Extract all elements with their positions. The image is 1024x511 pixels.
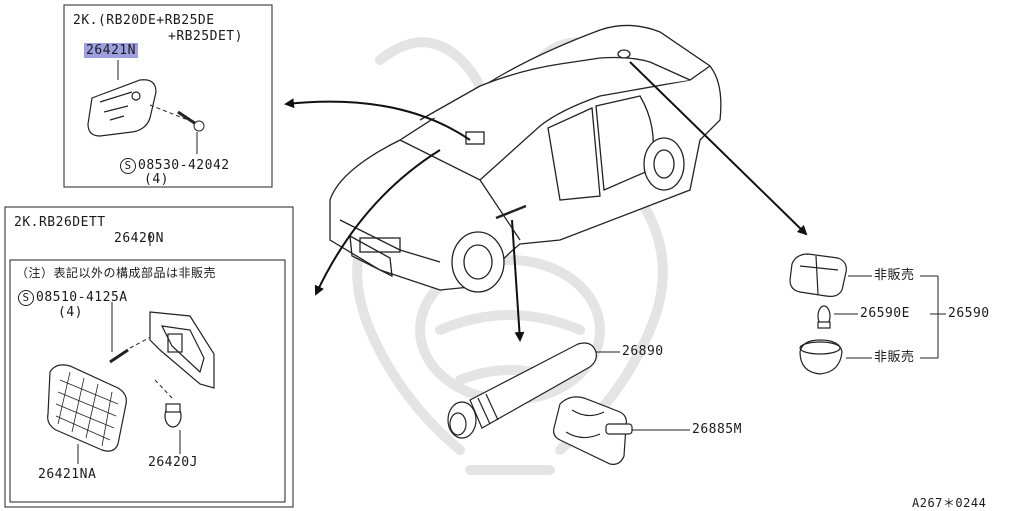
- wedge-bulb-icon-lower: [164, 403, 182, 428]
- screw-icon-lower: [109, 348, 129, 364]
- service-s-icon: S: [120, 158, 136, 174]
- part-label-26421NA: 26421NA: [38, 467, 97, 482]
- lower-screw-part: 08510-4125A: [36, 290, 128, 305]
- top-detail-box: [63, 4, 273, 188]
- lower-box-inner-frame: [9, 259, 286, 503]
- part-label-26420J: 26420J: [148, 455, 198, 470]
- part-label-26420N: 26420N: [114, 231, 164, 246]
- lower-detail-box: [4, 206, 294, 508]
- arrow-to-lower-box: [314, 149, 441, 296]
- top-screw-part: 08530-42042: [138, 158, 230, 173]
- not-sold-label-top: 非販売: [874, 268, 915, 283]
- not-sold-note: （注）表記以外の構成部品は非販売: [16, 266, 217, 280]
- map-lamp-lens-icon: [87, 79, 157, 137]
- part-label-26421N[interactable]: 26421N: [84, 43, 138, 58]
- flashlight-clip-icon: [553, 396, 633, 465]
- wedge-bulb-icon-right: [817, 305, 831, 329]
- screw-dash-top: [149, 104, 189, 121]
- part-label-26890: 26890: [622, 344, 664, 359]
- lower-box-header: 2K.RB26DETT: [14, 215, 106, 230]
- part-label-26885M: 26885M: [692, 422, 742, 437]
- top-screw-qty: (4): [144, 172, 169, 187]
- arrow-to-trunk-lamp: [629, 61, 808, 236]
- screw-icon-top: [177, 110, 205, 132]
- trunk-lamp-lens-icon: [799, 339, 843, 375]
- lower-screw-qty: (4): [58, 305, 83, 320]
- trunk-lamp-housing-icon: [789, 253, 847, 297]
- arrow-to-flashlight: [511, 219, 525, 342]
- part-label-26590: 26590: [948, 306, 990, 321]
- part-number-highlight[interactable]: 26421N: [84, 43, 138, 58]
- lamp-lens-grid-icon: [47, 364, 127, 452]
- lamp-housing-icon: [149, 311, 215, 389]
- diagram-code: A267＊0244: [912, 496, 987, 510]
- not-sold-label-bottom: 非販売: [874, 350, 915, 365]
- arrow-to-top-box: [284, 98, 471, 141]
- bulb-dash: [154, 379, 173, 399]
- top-box-header-line2: +RB25DET): [168, 29, 243, 44]
- top-box-header-line1: 2K.(RB20DE+RB25DE: [73, 13, 215, 28]
- service-s-icon-lower: S: [18, 290, 34, 306]
- sedan-car-illustration: [329, 24, 722, 293]
- part-label-26590E: 26590E: [860, 306, 910, 321]
